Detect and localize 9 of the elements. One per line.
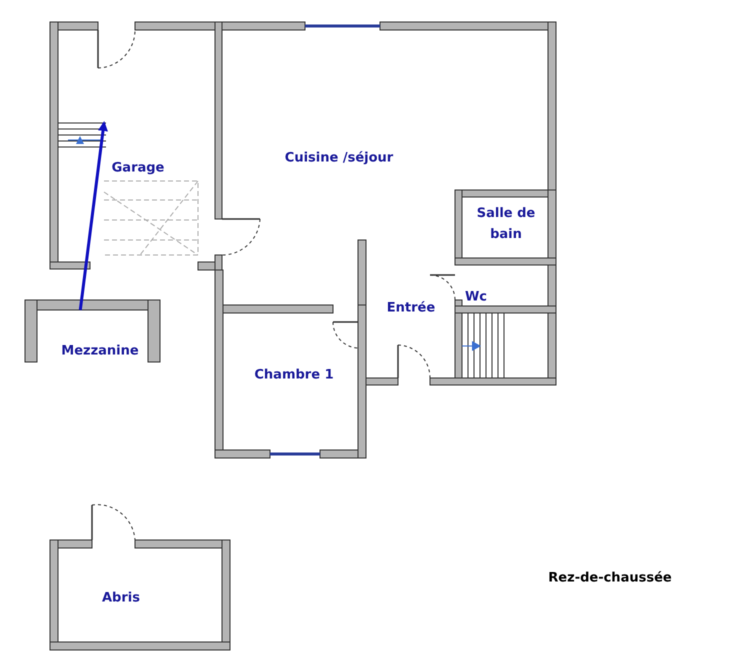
room-label: Abris — [101, 590, 141, 608]
room-label: Entrée — [386, 300, 436, 318]
floor-title: Rez-de-chaussée — [548, 570, 672, 588]
room-label: Salle de bain — [476, 205, 536, 244]
room-label: Cuisine /séjour — [284, 150, 394, 168]
room-label: Chambre 1 — [253, 366, 335, 384]
staircase-drawing — [58, 120, 108, 148]
room-label: Mezzanine — [60, 342, 140, 360]
room-label: Garage — [110, 160, 166, 178]
